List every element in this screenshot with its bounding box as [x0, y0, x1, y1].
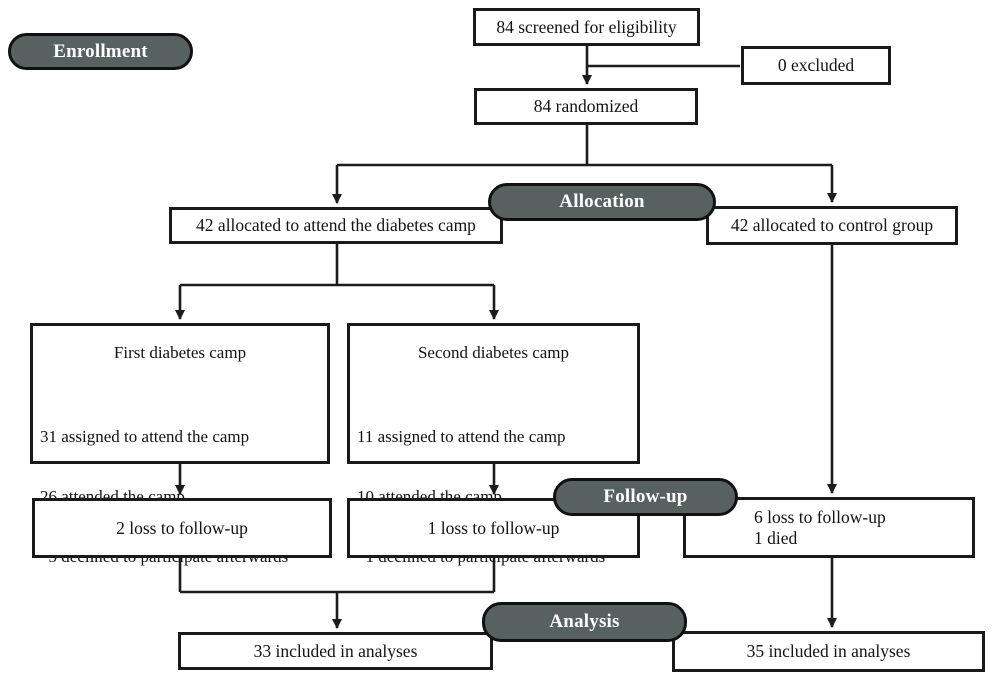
followup-control-lines: 6 loss to follow-up 1 died: [686, 500, 972, 555]
stage-analysis: Analysis: [482, 602, 687, 642]
node-allocated-control: 42 allocated to control group: [706, 206, 958, 245]
camp2-title: Second diabetes camp: [417, 343, 570, 362]
camp2-line-assigned: 11 assigned to attend the camp: [357, 426, 566, 446]
camp1-line-assigned: 31 assigned to attend the camp: [40, 426, 250, 446]
node-allocated-camp: 42 allocated to attend the diabetes camp: [169, 207, 503, 244]
node-screened: 84 screened for eligibility: [473, 8, 700, 46]
node-analysis-control: 35 included in analyses: [672, 631, 985, 672]
node-excluded: 0 excluded: [741, 46, 891, 85]
node-camp1: First diabetes camp 31 assigned to atten…: [30, 323, 330, 566]
stage-enrollment: Enrollment: [8, 33, 193, 70]
node-followup-camp1: 2 loss to follow-up: [32, 498, 332, 558]
node-analysis-camp: 33 included in analyses: [178, 632, 493, 670]
camp1-lines: 31 assigned to attend the camp 26 attend…: [33, 387, 327, 607]
stage-followup: Follow-up: [553, 478, 738, 516]
node-camp2: Second diabetes camp 11 assigned to atte…: [347, 323, 640, 566]
stage-allocation: Allocation: [488, 183, 716, 221]
followup-control-line-loss: 6 loss to follow-up: [754, 506, 886, 527]
camp1-title: First diabetes camp: [113, 343, 247, 362]
followup-control-line-died: 1 died: [754, 527, 798, 548]
node-randomized: 84 randomized: [474, 88, 698, 125]
node-followup-control: 6 loss to follow-up 1 died: [683, 497, 975, 558]
